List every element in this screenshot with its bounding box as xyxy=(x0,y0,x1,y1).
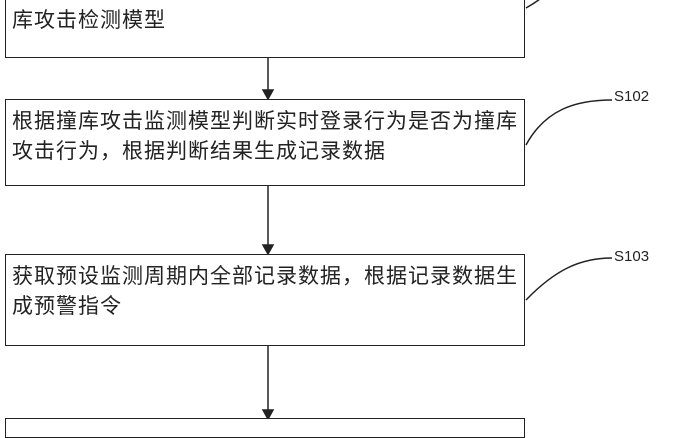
arrowhead xyxy=(261,409,275,420)
step-text: 根据撞库攻击监测模型判断实时登录行为是否为撞库攻击行为，根据判断结果生成记录数据 xyxy=(12,109,518,163)
leader-s102 xyxy=(525,99,613,146)
arrowhead xyxy=(261,244,275,256)
leader-s101 xyxy=(525,0,540,9)
step-box-4 xyxy=(5,418,525,438)
arrowhead xyxy=(261,89,275,101)
step-box-s102: 根据撞库攻击监测模型判断实时登录行为是否为撞库攻击行为，根据判断结果生成记录数据 xyxy=(5,99,525,186)
step-text: 获取预设监测周期内全部记录数据，根据记录数据生成预警指令 xyxy=(12,264,518,318)
label-s103: S103 xyxy=(614,248,650,265)
connectors xyxy=(261,0,613,420)
step-text: 获取历史登录行为数据，并根据历史登录数据生成撞库攻击检测模型 xyxy=(12,0,517,32)
step-box-1: 获取历史登录行为数据，并根据历史登录数据生成撞库攻击检测模型 xyxy=(5,0,525,58)
leader-s103 xyxy=(525,257,613,301)
step-box-s103: 获取预设监测周期内全部记录数据，根据记录数据生成预警指令 xyxy=(5,254,525,346)
label-s102: S102 xyxy=(614,88,650,105)
